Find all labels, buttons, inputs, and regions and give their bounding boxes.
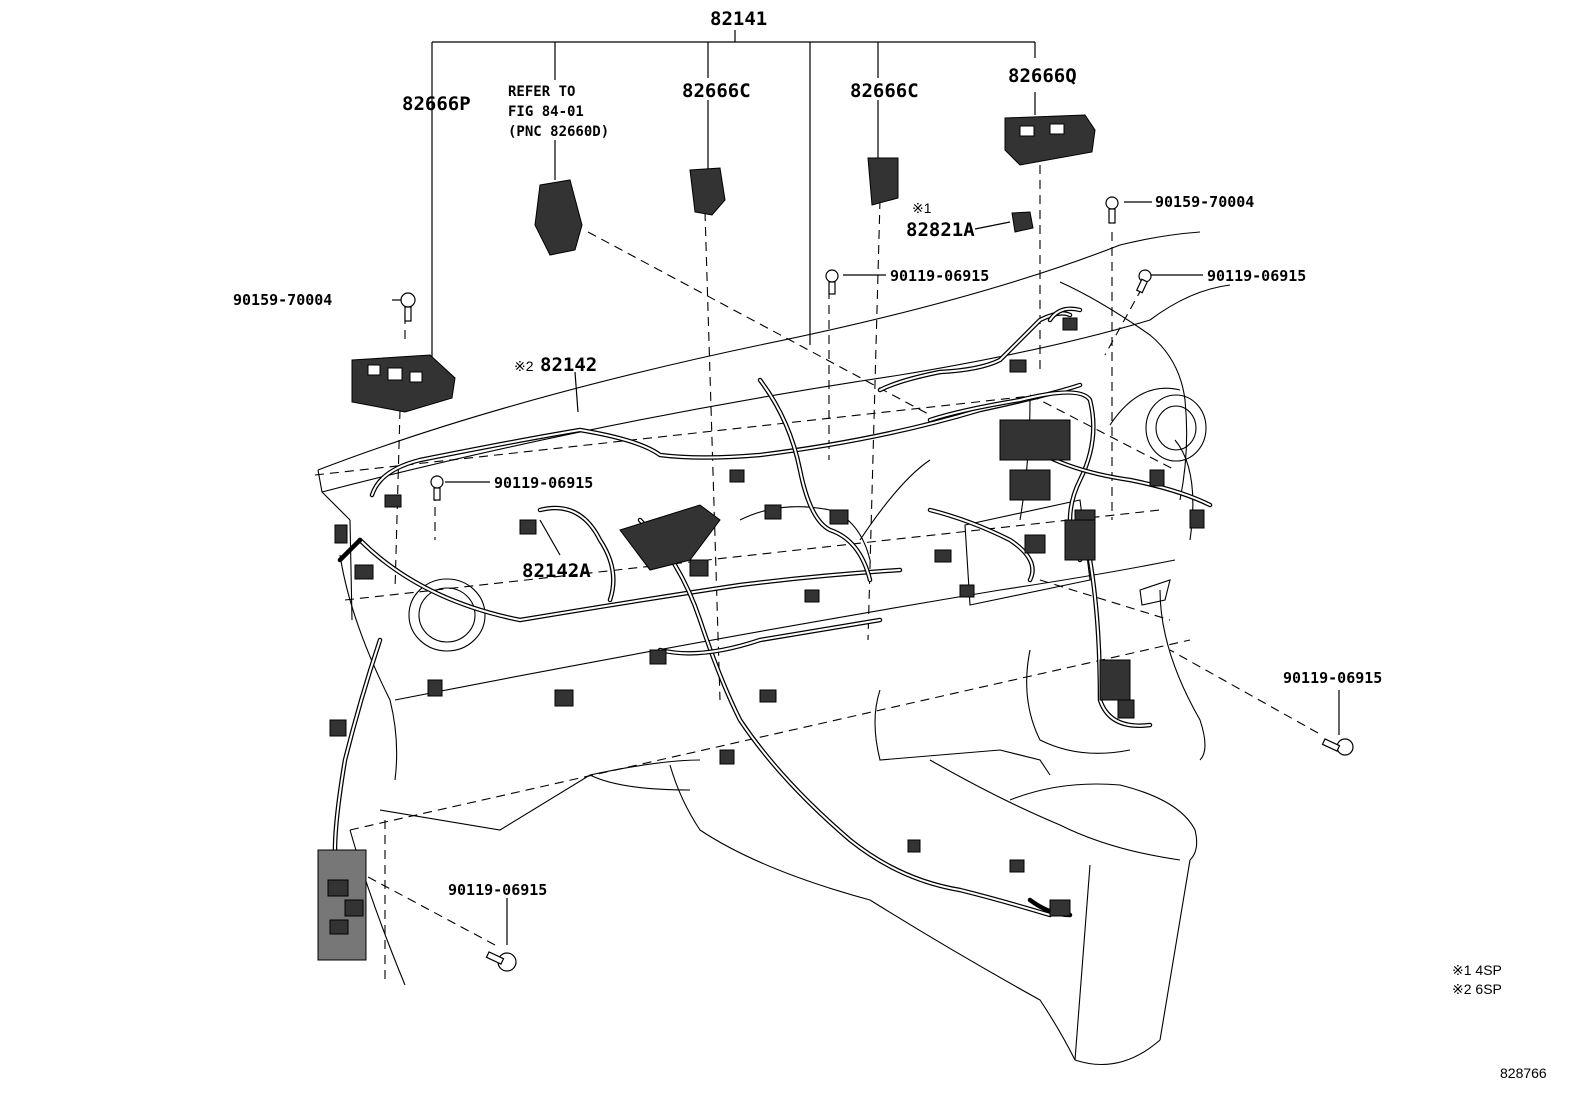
label-90119-bottom-left: 90119-06915 — [448, 881, 547, 899]
refer-line-2: FIG 84-01 — [508, 104, 584, 120]
relay-82666q — [1004, 114, 1096, 166]
note-2: ※2 6SP — [1452, 981, 1502, 997]
label-82821a: 82821A — [906, 219, 975, 241]
mark-1: ※1 — [912, 200, 932, 216]
label-90119-center-top: 90119-06915 — [890, 267, 989, 285]
label-82141: 82141 — [710, 8, 767, 30]
part-labels: 82141 82666P REFER TO FIG 84-01 (PNC 826… — [233, 8, 1382, 899]
dashboard-outline — [317, 231, 1231, 1066]
relay-82666c-left — [689, 167, 726, 216]
mark-2: ※2 — [514, 358, 534, 374]
harness-82142 — [332, 306, 1213, 918]
screw-left-mid — [430, 475, 444, 501]
label-82666c-left: 82666C — [682, 80, 751, 102]
screw-right-top — [1135, 269, 1152, 294]
connector-82821a — [1011, 211, 1034, 233]
bolt-left — [400, 292, 416, 322]
screw-right-low — [1321, 738, 1354, 756]
relay-82666c-right — [867, 157, 899, 206]
label-90159-left: 90159-70004 — [233, 291, 332, 309]
screw-center-top — [825, 269, 839, 295]
screw-bottom-left — [485, 951, 517, 972]
footnotes: ※1 4SP ※2 6SP 828766 — [1452, 962, 1547, 1081]
connectors — [317, 317, 1205, 961]
relay-82660d — [534, 179, 583, 256]
label-82666p: 82666P — [402, 93, 471, 115]
label-90159-top-right: 90159-70004 — [1155, 193, 1254, 211]
assembly-bracket — [392, 30, 1340, 945]
label-82142a: 82142A — [522, 560, 591, 582]
label-90119-left-mid: 90119-06915 — [494, 474, 593, 492]
dashed-lines — [314, 150, 1319, 985]
figure-code: 828766 — [1500, 1065, 1547, 1081]
label-82666q: 82666Q — [1008, 65, 1077, 87]
label-82666c-right: 82666C — [850, 80, 919, 102]
bolt-top-right — [1105, 196, 1119, 224]
label-90119-right-top: 90119-06915 — [1207, 267, 1306, 285]
note-1: ※1 4SP — [1452, 962, 1502, 978]
refer-line-3: (PNC 82660D) — [508, 124, 609, 140]
label-90119-right-low: 90119-06915 — [1283, 669, 1382, 687]
refer-line-1: REFER TO — [508, 84, 575, 100]
label-82142: 82142 — [540, 354, 597, 376]
relay-block-82666p — [351, 354, 456, 413]
